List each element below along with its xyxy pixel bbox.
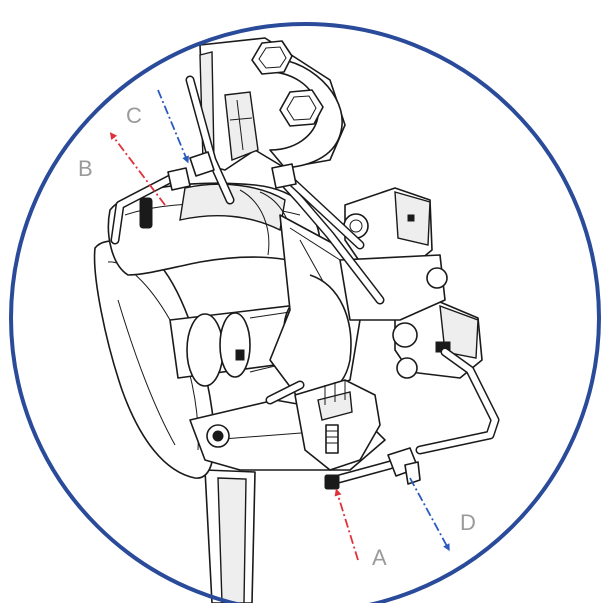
arrow-a bbox=[334, 488, 359, 561]
arrow-d bbox=[409, 477, 450, 552]
actuator-body bbox=[339, 254, 448, 379]
arrow-c bbox=[157, 89, 189, 164]
fitting-c bbox=[189, 151, 215, 177]
label-c: C bbox=[126, 103, 142, 128]
machine-illustration bbox=[93, 37, 500, 603]
support-bar bbox=[204, 469, 256, 603]
circular-frame bbox=[9, 22, 601, 603]
fitting-right-top bbox=[271, 163, 297, 189]
fitting-b bbox=[167, 167, 191, 191]
label-a: A bbox=[372, 545, 387, 570]
flow-arrows bbox=[109, 89, 450, 561]
bracket-bolt-upper bbox=[251, 40, 293, 75]
bracket-bolt-lower bbox=[279, 89, 324, 127]
label-b: B bbox=[78, 156, 93, 181]
actuator-upper bbox=[343, 187, 433, 269]
center-frame bbox=[269, 214, 361, 401]
fitting-left-pipe bbox=[139, 197, 153, 229]
valve-block bbox=[294, 379, 381, 471]
arrow-b bbox=[109, 132, 166, 206]
label-d: D bbox=[460, 510, 476, 535]
port-labels: A B C D bbox=[78, 103, 476, 570]
hydraulic-pipes bbox=[110, 75, 500, 485]
pipe-fittings bbox=[139, 151, 421, 490]
fitting-d bbox=[387, 447, 421, 485]
fitting-a bbox=[324, 474, 340, 490]
